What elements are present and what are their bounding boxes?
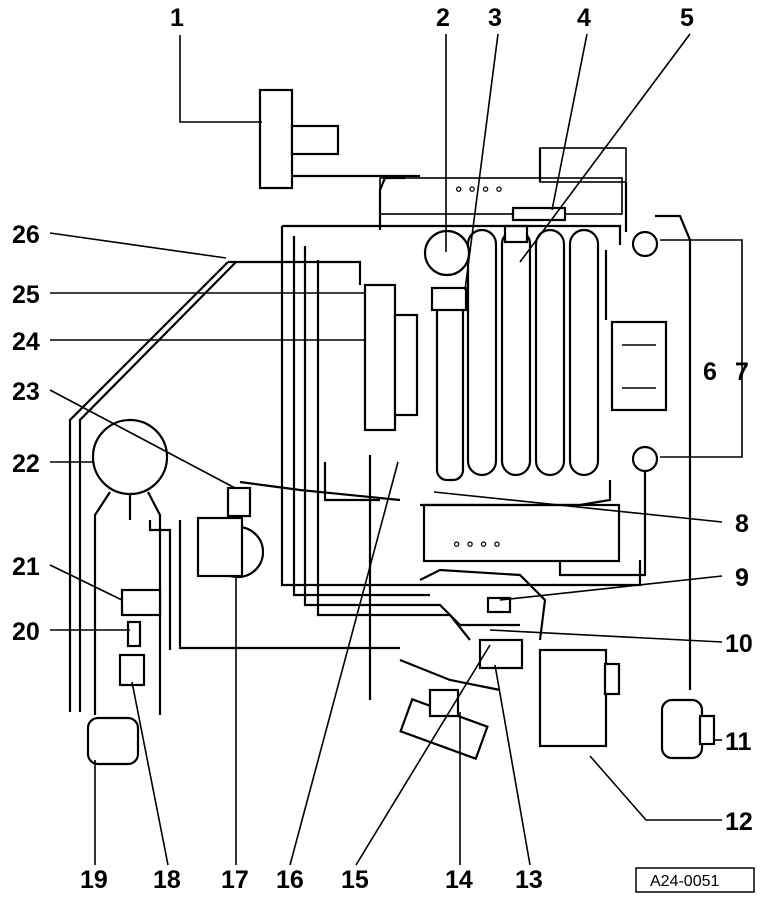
callout-24: 24 [12,328,40,356]
callout-4: 4 [577,4,591,32]
callout-17: 17 [221,866,249,894]
callout-22: 22 [12,450,40,478]
callout-12: 12 [725,808,753,836]
callout-10: 10 [725,630,753,658]
callout-5: 5 [680,4,694,32]
left-components [86,418,265,766]
callout-11: 11 [725,728,752,756]
callout-25: 25 [12,281,40,309]
vacuum-hoses [68,148,692,712]
reference-code: A24-0051 [650,873,719,890]
callout-1: 1 [170,4,184,32]
intake-manifold: ⚬⚬⚬⚬ ⚬⚬⚬⚬ [363,147,668,563]
audi-logo-top: ⚬⚬⚬⚬ [452,182,506,199]
callout-16: 16 [276,866,304,894]
callout-labels: 1 2 3 4 5 6 7 8 9 10 11 12 13 14 15 16 1… [12,4,753,894]
callout-14: 14 [445,866,473,894]
lower-components [399,596,716,761]
callout-21: 21 [12,553,40,581]
callout-15: 15 [341,866,369,894]
callout-18: 18 [153,866,181,894]
callout-23: 23 [12,378,40,406]
callout-8: 8 [735,510,749,538]
callout-6: 6 [703,358,717,386]
reference-code-box: A24-0051 [635,867,755,893]
audi-logo-bottom: ⚬⚬⚬⚬ [450,537,504,554]
callout-13: 13 [515,866,543,894]
callout-3: 3 [488,4,502,32]
callout-2: 2 [436,4,450,32]
leader-lines [49,33,743,866]
callout-26: 26 [12,221,40,249]
component-1 [258,88,420,190]
callout-9: 9 [735,564,749,592]
callout-20: 20 [12,618,40,646]
callout-7: 7 [735,358,749,386]
callout-19: 19 [80,866,108,894]
